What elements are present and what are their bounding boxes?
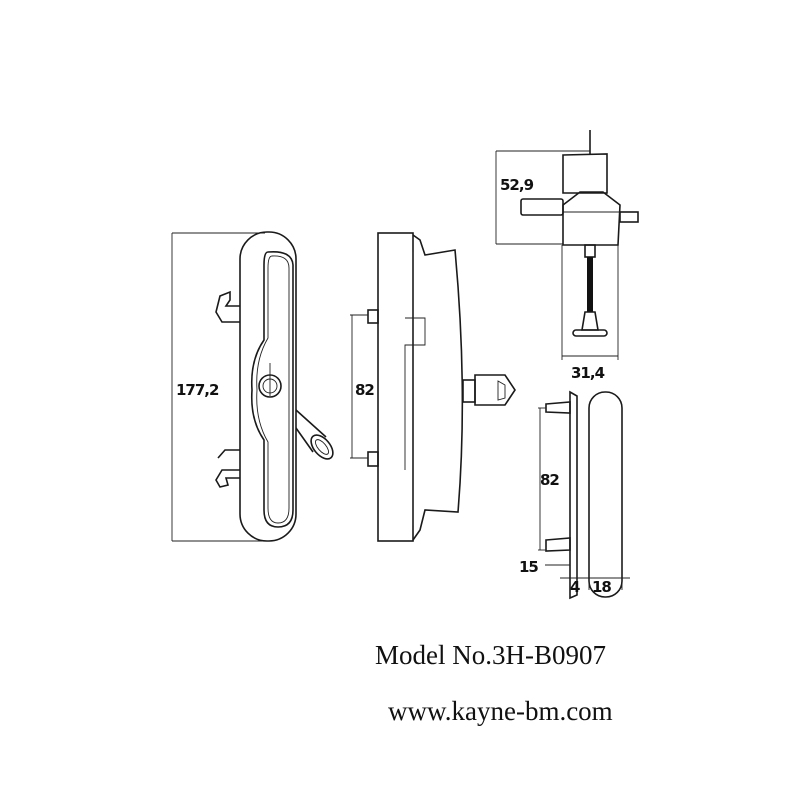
side-plate (377, 232, 414, 542)
dim-label-top-height: 52,9 (500, 176, 534, 194)
escutcheon-plate (569, 390, 578, 600)
side-view-handle: 82 (350, 232, 516, 542)
dim-label-15: 15 (519, 558, 538, 576)
cover-plate (588, 391, 623, 598)
escutcheon-view: 82 15 4 18 (519, 390, 630, 600)
top-view-lock: 52,9 31,4 (495, 130, 639, 382)
handle-recess (250, 250, 294, 528)
hook-top (215, 290, 240, 323)
dim-label-bottom-82: 82 (540, 471, 559, 489)
dim-label-side-82: 82 (355, 381, 374, 399)
key-icon (474, 374, 516, 406)
dim-label-top-width: 31,4 (571, 364, 605, 382)
lever-arm (295, 409, 327, 453)
front-view-handle: 177,2 (171, 231, 334, 542)
handle-outer-body (239, 231, 297, 542)
dim-label-18: 18 (592, 578, 611, 596)
dim-label-front-height: 177,2 (176, 381, 219, 399)
model-number: Model No.3H-B0907 (375, 640, 606, 670)
dim-label-4: 4 (570, 578, 580, 596)
website-url: www.kayne-bm.com (388, 696, 613, 726)
lock-body (562, 153, 621, 246)
hook-bottom (215, 449, 240, 488)
side-body-profile (412, 234, 464, 541)
